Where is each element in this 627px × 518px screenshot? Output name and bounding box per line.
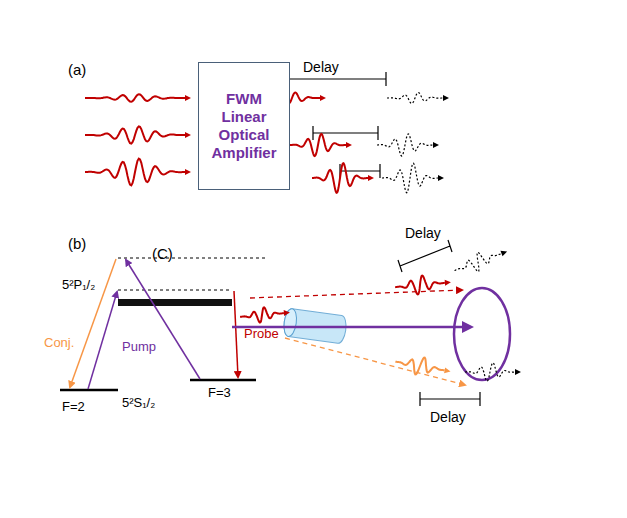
level-label: 5²P₁/₂ <box>62 278 95 292</box>
beam-label: Probe <box>244 327 279 341</box>
delay-label: Delay <box>430 410 466 425</box>
panel-label: (b) <box>68 236 86 253</box>
pulse <box>239 306 284 325</box>
beam-label: Conj. <box>44 336 74 350</box>
delay-label: Delay <box>405 226 441 241</box>
setup <box>232 240 510 406</box>
energy-levels <box>60 258 268 390</box>
pulse <box>377 134 433 156</box>
box-title: FWM Linear Optical Amplifier <box>203 90 285 162</box>
pulse <box>290 134 346 156</box>
delay-label: Delay <box>303 60 339 75</box>
pulse <box>394 353 446 380</box>
level-label: F=3 <box>208 386 231 400</box>
amplifier-box: FWM Linear Optical Amplifier <box>198 62 290 190</box>
pulse <box>85 94 185 102</box>
pulse <box>394 274 445 297</box>
pulse <box>451 245 504 279</box>
pulse <box>387 93 443 104</box>
level-label: F=2 <box>62 400 85 414</box>
pulse <box>85 159 185 186</box>
pulses <box>85 93 521 382</box>
beam-label: Pump <box>122 340 156 354</box>
pulse <box>85 126 185 143</box>
level-label: 5²S₁/₂ <box>122 396 155 410</box>
panel-label: (a) <box>68 62 86 79</box>
panel-label: (C) <box>152 246 173 263</box>
pulse <box>382 163 438 193</box>
pulse <box>465 363 515 381</box>
pulse <box>312 163 368 193</box>
